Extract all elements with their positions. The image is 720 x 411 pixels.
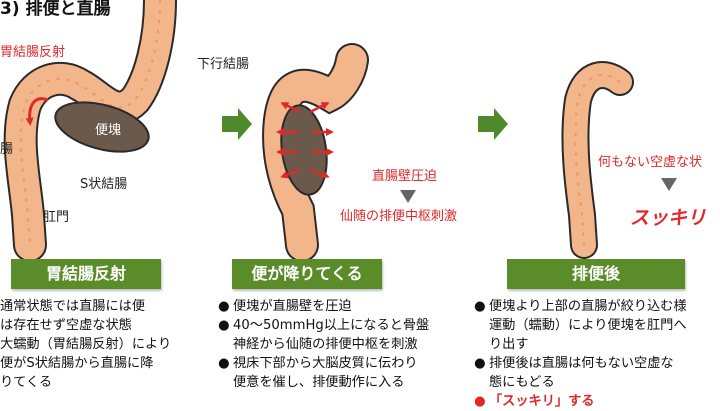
label-rectal-wall-pressure: 直腸壁圧迫 — [372, 169, 438, 184]
panel3-final-bullet: ●「スッキリ」する — [474, 392, 595, 411]
description-line: 通常状態では直腸には便 — [0, 299, 146, 314]
panel1-colon — [3, 0, 177, 262]
down-triangle-icon — [661, 178, 677, 191]
description-line: は存在せず空虚な状態 — [0, 318, 132, 333]
bullet-item: ●「スッキリ」する — [474, 394, 595, 409]
label-gastrocolic-reflex: 胃結腸反射 — [0, 45, 66, 60]
banner-stool-descends: 便が降りてくる — [232, 259, 382, 289]
panel1-description: 通常状態では直腸には便 は存在せず空虚な状態 大蠕動（胃結腸反射）により 便がS… — [0, 297, 171, 392]
panel2-rectum — [262, 43, 369, 262]
bullet-item-cont: 態にもどる — [489, 375, 555, 390]
label-sigmoid-colon: S状結腸 — [80, 177, 128, 192]
label-anus: 肛門 — [43, 210, 70, 225]
bullet-item-cont: り出す — [489, 337, 529, 352]
panel3-bullets: ●便塊より上部の直腸が絞り込む様 運動（蠕動）により便塊を肛門へ り出す ●排便… — [474, 297, 687, 392]
label-sukkiri: スッキリ — [630, 207, 707, 229]
label-rectum: 腸 — [0, 142, 14, 157]
description-line: 便がS状結腸から直腸に降 — [0, 356, 154, 371]
bullet-item: ●40～50mmHg以上になると骨盤 — [218, 318, 430, 333]
bullet-item-cont: 運動（蠕動）により便塊を肛門へ — [489, 318, 687, 333]
right-arrow-icon — [222, 108, 252, 140]
bullet-item-cont: 神経から仙随の排便中枢を刺激 — [233, 337, 418, 352]
label-descending-colon: 下行結腸 — [197, 57, 250, 72]
label-empty-state: 何もない空虚な状 — [598, 155, 703, 170]
panel3-empty-rectum — [561, 61, 634, 259]
panel2-bullets: ●便塊が直腸壁を圧迫 ●40～50mmHg以上になると骨盤 神経から仙随の排便中… — [218, 297, 429, 392]
bullet-item: ●便塊が直腸壁を圧迫 — [218, 299, 352, 314]
description-line: りてくる — [0, 375, 53, 390]
reflex-arrow — [25, 97, 49, 126]
label-defecation-center: 仙随の排便中枢刺激 — [340, 209, 458, 224]
description-line: 大蠕動（胃結腸反射）により — [0, 337, 172, 352]
label-stool: 便塊 — [95, 123, 122, 138]
banner-after-defecation: 排便後 — [507, 259, 685, 289]
bullet-item-cont: 便意を催し、排便動作に入る — [233, 375, 405, 390]
right-arrow-icon — [478, 108, 508, 140]
section-heading: 3) 排便と直腸 — [0, 0, 111, 19]
down-triangle-icon — [400, 190, 416, 203]
bullet-item: ●便塊より上部の直腸が絞り込む様 — [474, 299, 687, 314]
bullet-item: ●排便後は直腸は何もない空虚な — [474, 356, 674, 371]
stool-mass — [54, 101, 150, 153]
bullet-item: ●視床下部から大脳皮質に伝わり — [218, 356, 418, 371]
banner-gastrocolic-reflex: 胃結腸反射 — [11, 259, 161, 289]
